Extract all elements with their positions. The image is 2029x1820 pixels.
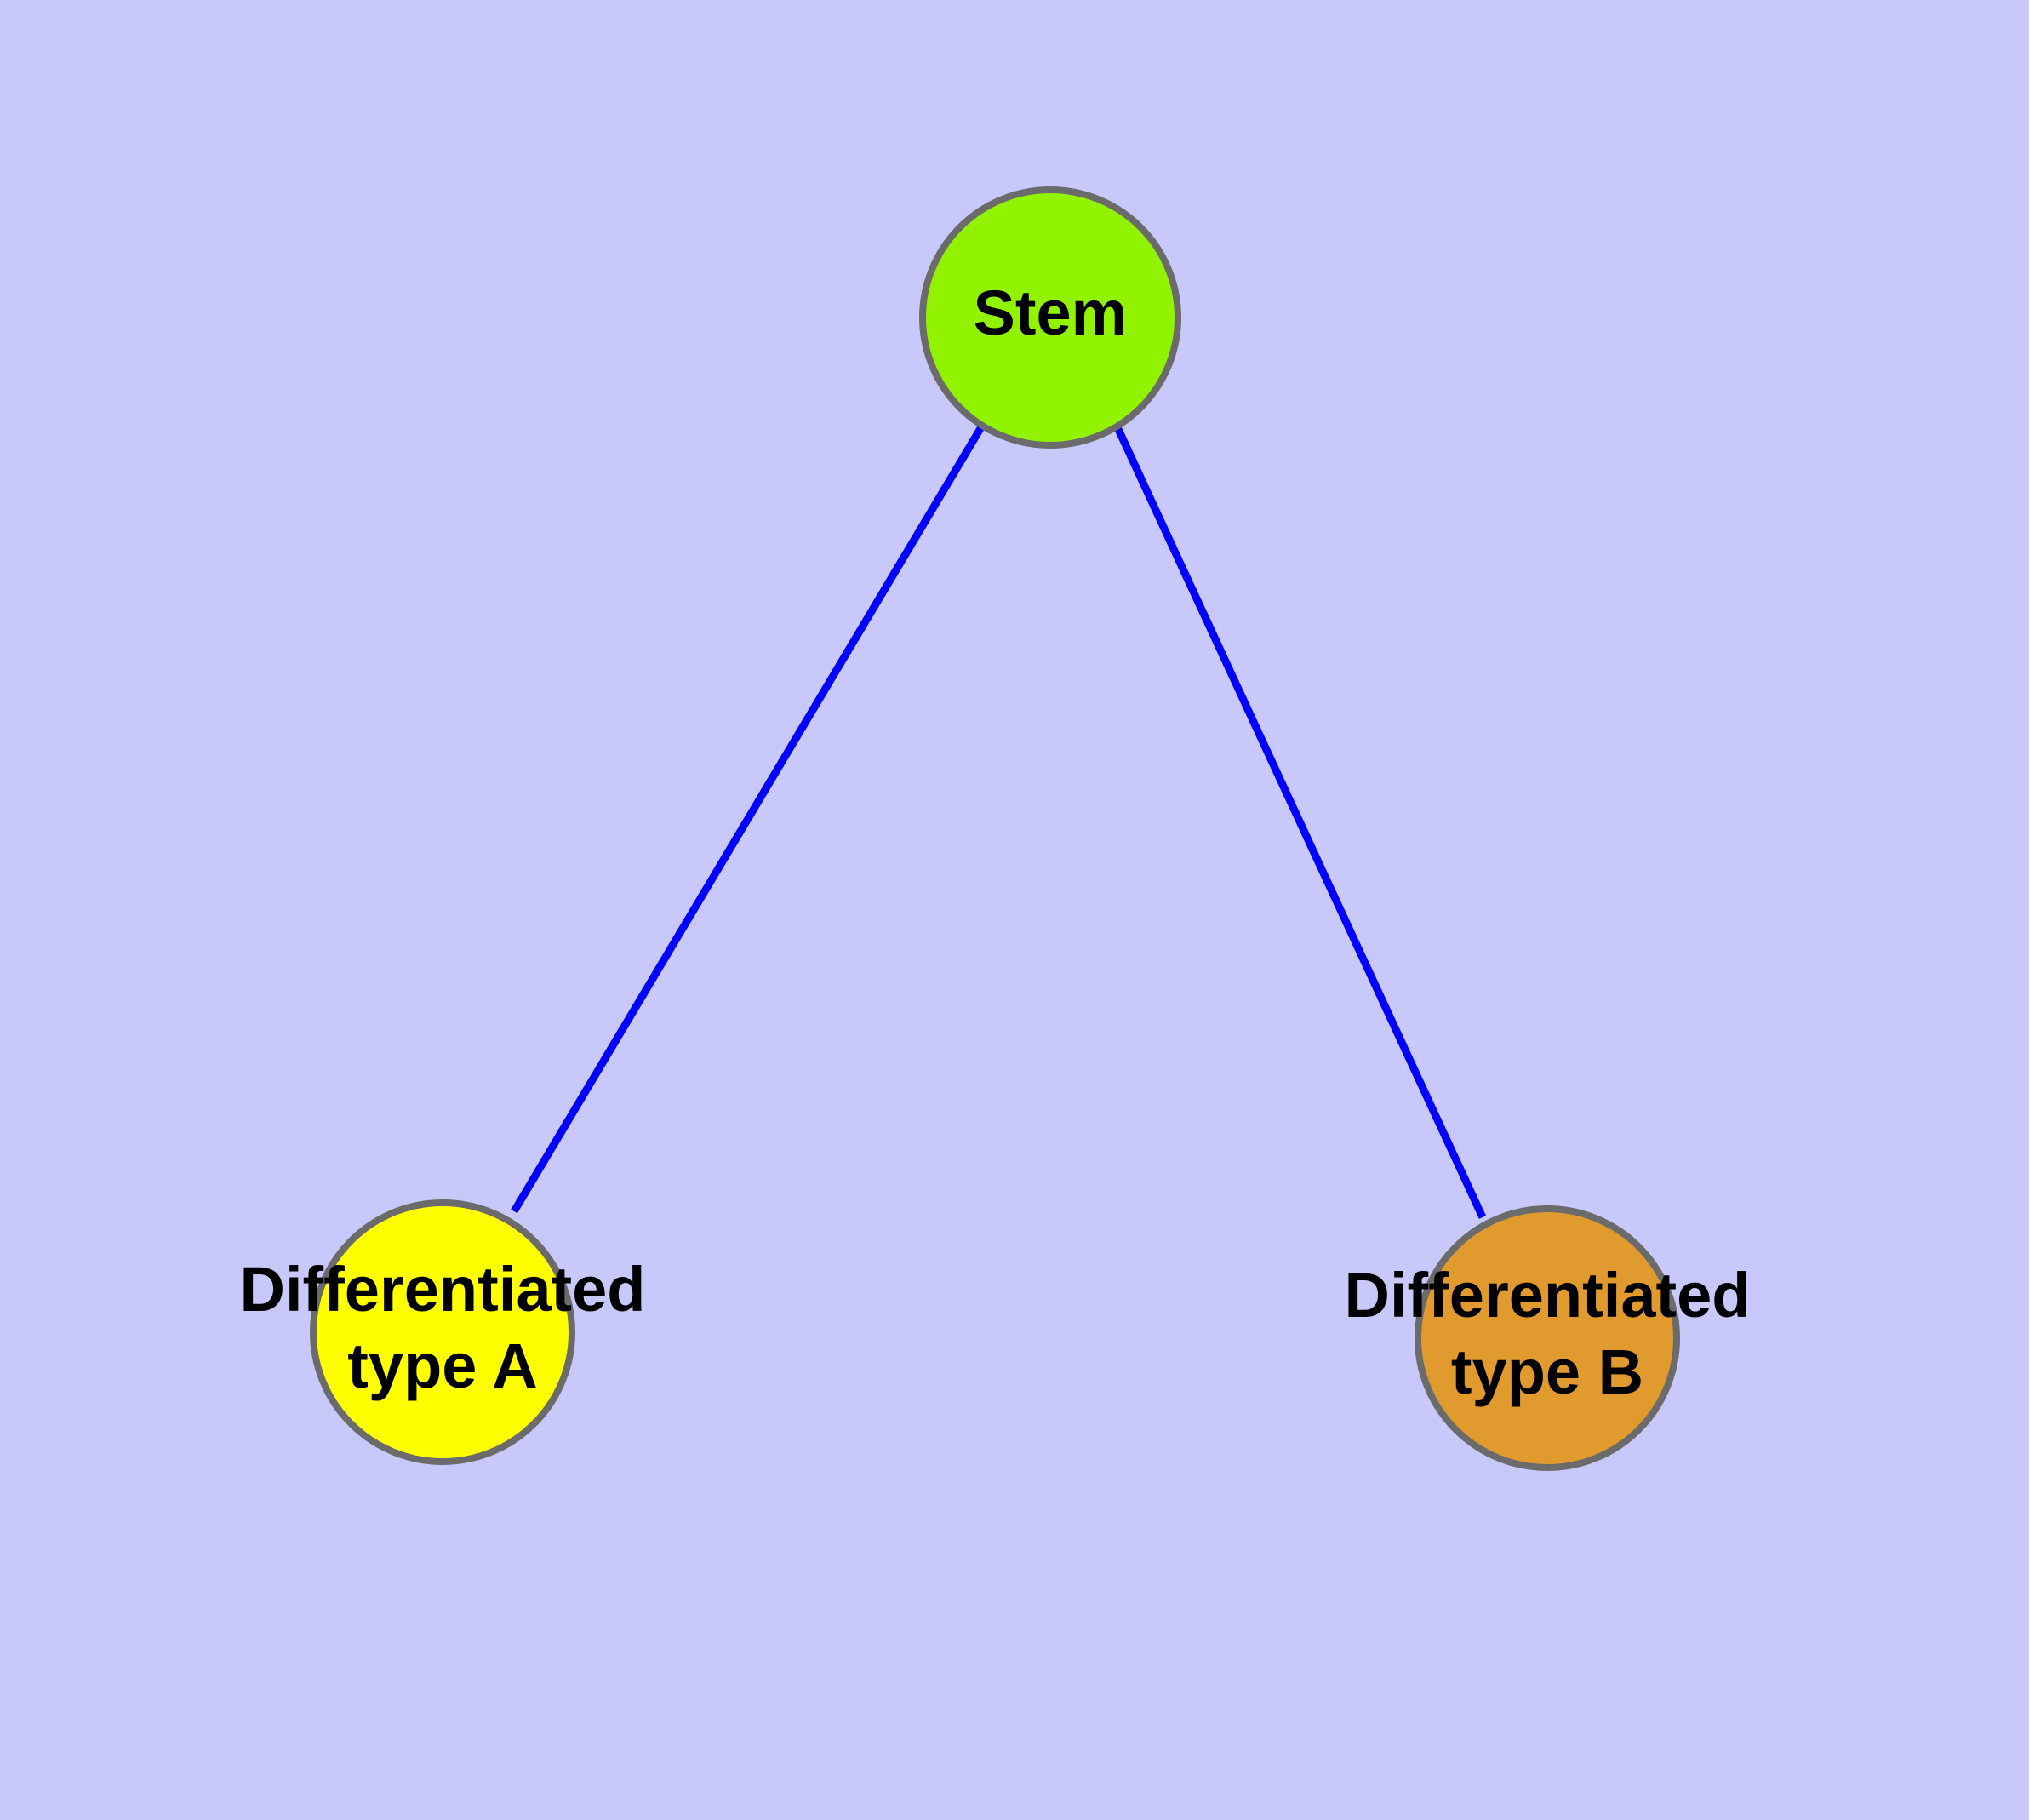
edge-stem-to-differentiated-type-b[interactable] — [1112, 424, 1487, 1219]
node-stem[interactable] — [919, 186, 1181, 449]
edge-stem-to-differentiated-type-a[interactable] — [511, 423, 986, 1214]
node-differentiated-type-b[interactable] — [1415, 1205, 1680, 1471]
edge-layer — [511, 423, 1487, 1219]
node-differentiated-type-a-circle[interactable] — [310, 1199, 575, 1465]
node-differentiated-type-a[interactable] — [310, 1199, 575, 1465]
node-stem-label: Stem — [974, 278, 1128, 348]
node-differentiated-type-b-circle[interactable] — [1415, 1205, 1680, 1471]
node-stem-circle[interactable] — [919, 186, 1181, 449]
node-layer — [310, 186, 1680, 1471]
